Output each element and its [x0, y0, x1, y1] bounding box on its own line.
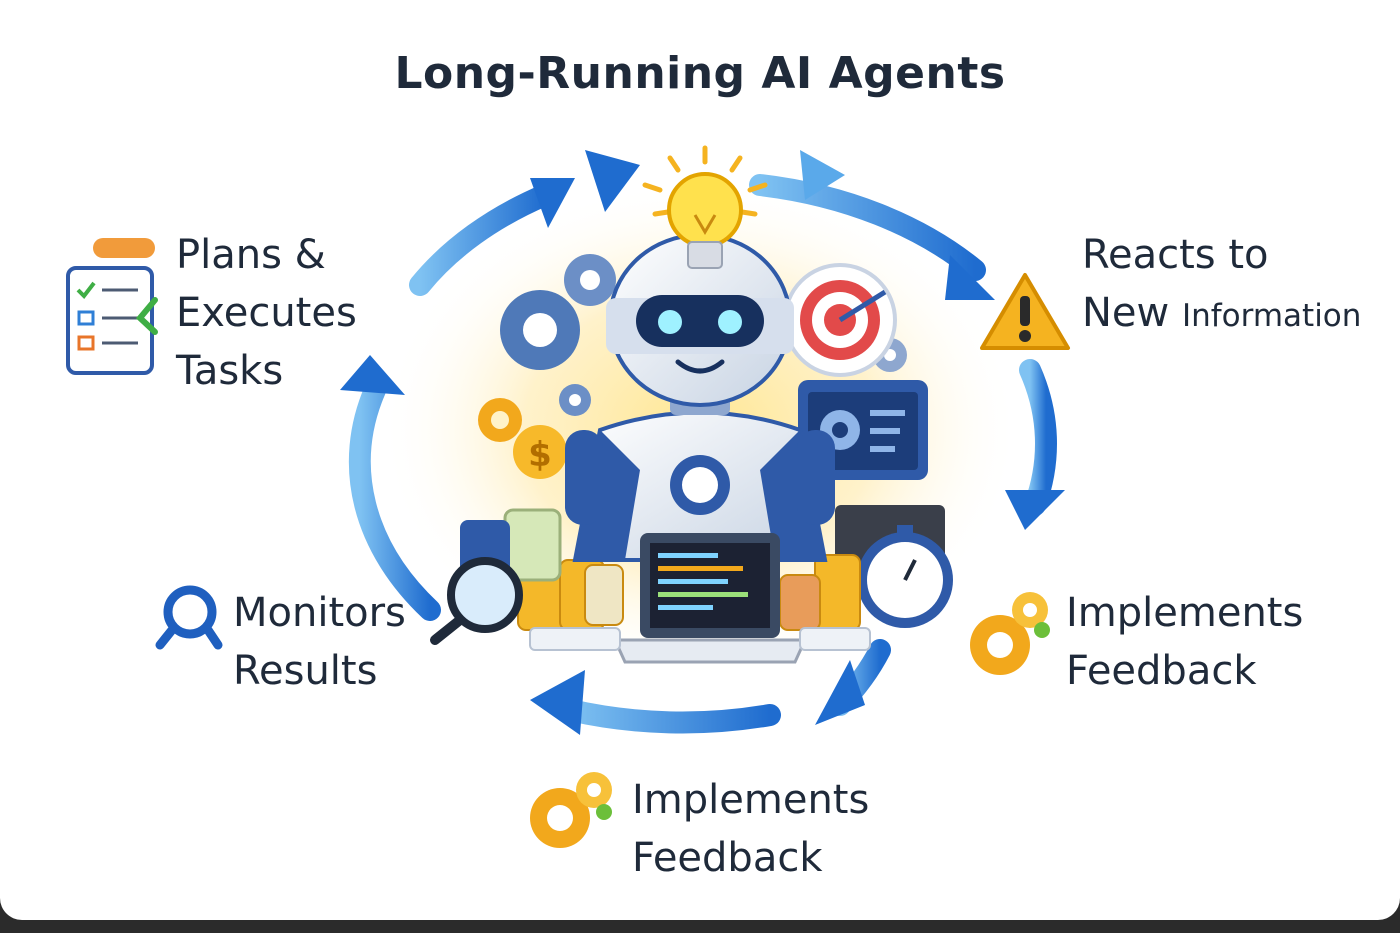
keyboard-icon — [529, 627, 621, 651]
dollar-coin-icon: $ — [528, 435, 552, 475]
label-monitors: Monitors Results — [233, 584, 406, 700]
label-reacts-new: New — [1082, 290, 1170, 336]
gears-icon-bottom — [530, 772, 612, 848]
arrowhead-right — [1005, 490, 1065, 530]
label-reacts-line1: Reacts to — [1082, 232, 1269, 278]
arrowhead-left — [340, 355, 405, 395]
arrow-left — [348, 379, 441, 621]
label-implements-bottom-line2: Feedback — [632, 835, 823, 881]
label-monitors-line1: Monitors — [233, 590, 406, 636]
arrowhead-top — [585, 150, 640, 212]
gold-gears — [478, 398, 567, 479]
label-implements-right-line2: Feedback — [1066, 648, 1257, 694]
arrowhead-top-left — [530, 178, 575, 228]
label-implements-bottom-line1: Implements — [632, 777, 870, 823]
checklist-icon — [66, 238, 158, 375]
arrowhead-top-right — [800, 150, 845, 200]
target-icon — [783, 263, 897, 377]
arrow-top-right — [749, 174, 986, 281]
gears-icon-right — [970, 592, 1050, 675]
arrowhead-bottom-right — [815, 660, 865, 725]
magnifier-tool-icon — [430, 557, 523, 645]
lightbulb-icon — [642, 145, 768, 269]
arrowhead-right-top — [945, 255, 995, 300]
arrowhead-bottom — [530, 670, 585, 735]
label-implements-bottom: Implements Feedback — [632, 771, 869, 887]
label-plans-line1: Plans & — [176, 232, 326, 278]
label-plans-executes: Plans & Executes Tasks — [176, 226, 357, 400]
diagram-title: Long-Running AI Agents — [394, 48, 1006, 99]
mouse-pad-icon — [799, 627, 871, 651]
label-plans-line2: Executes — [176, 290, 357, 336]
robot-icon — [565, 233, 835, 562]
label-reacts-line2: New Information — [1082, 284, 1361, 345]
arrow-right — [1019, 359, 1057, 516]
magnifier-icon — [155, 585, 223, 650]
laptop-icon — [612, 533, 808, 664]
label-plans-line3: Tasks — [176, 348, 284, 394]
arrow-bottom — [559, 699, 781, 734]
arrow-top-left — [409, 184, 556, 296]
warning-icon — [980, 273, 1070, 350]
label-implements-right-line1: Implements — [1066, 590, 1304, 636]
label-monitors-line2: Results — [233, 648, 378, 694]
stopwatch-icon — [857, 525, 953, 628]
label-implements-right: Implements Feedback — [1066, 584, 1303, 700]
label-reacts: Reacts to New Information — [1082, 226, 1361, 345]
arrow-heads — [340, 150, 1065, 735]
label-reacts-information: Information — [1181, 298, 1362, 334]
